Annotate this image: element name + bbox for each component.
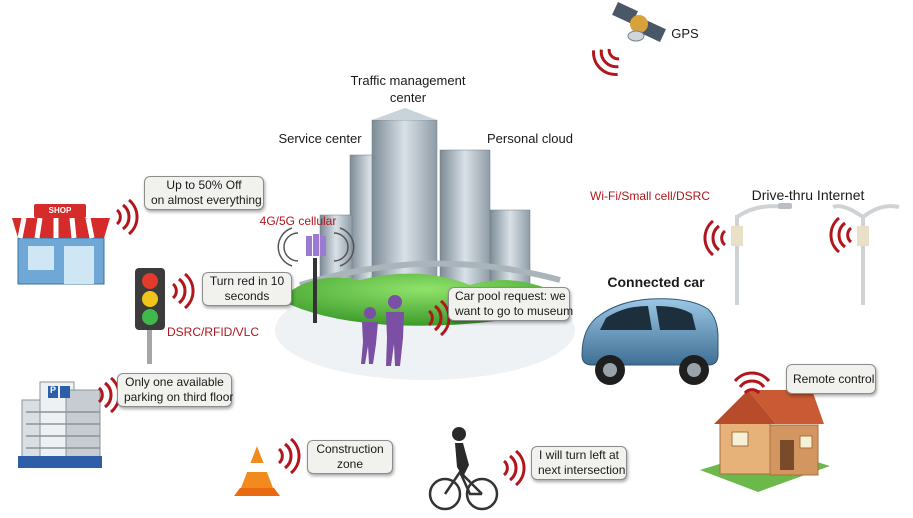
- cyclist-line2: next intersection: [538, 463, 626, 477]
- remote-control-bubble: Remote control: [786, 364, 876, 394]
- parking-line1: Only one available: [125, 375, 224, 389]
- construction-signal-icon: [277, 437, 301, 475]
- cyclist-bubble: I will turn left at next intersection: [531, 446, 627, 480]
- gps-label: GPS: [671, 26, 699, 41]
- construction-line1: Construction: [316, 442, 384, 456]
- shop-offer-line1: Up to 50% Off: [166, 178, 242, 192]
- service-center-label: Service center: [278, 131, 362, 146]
- traffic-management-label-line1: Traffic management: [350, 73, 466, 88]
- cellular-label: 4G/5G cellular: [259, 214, 337, 228]
- wifi-dsrc-label: Wi-Fi/Small cell/DSRC: [590, 189, 710, 203]
- cell-tower-illustration: [277, 227, 355, 323]
- personal-cloud-label: Personal cloud: [487, 131, 573, 146]
- shop-offer-bubble: Up to 50% Off on almost everything: [144, 176, 264, 210]
- construction-bubble: Construction zone: [307, 440, 393, 474]
- cyclist-icon: [428, 427, 499, 511]
- connected-car-icon: [581, 298, 719, 385]
- cyclist-line1: I will turn left at: [538, 448, 620, 462]
- pedestrians-illustration: [361, 295, 404, 366]
- traffic-light-bubble: Turn red in 10 seconds: [202, 272, 292, 306]
- wifi-signal-right-icon: [829, 216, 853, 254]
- carpool-line1: Car pool request: we: [455, 289, 566, 303]
- shop-sign-text: SHOP: [48, 206, 72, 215]
- house-signal-icon: [733, 371, 771, 395]
- drive-thru-internet-label: Drive-thru Internet: [751, 187, 865, 203]
- construction-cone-icon: [234, 446, 280, 496]
- parking-bubble: Only one available parking on third floo…: [117, 373, 234, 407]
- city-buildings-illustration: [275, 108, 575, 380]
- cyclist-signal-icon: [502, 449, 526, 487]
- gps-signal-icon: [586, 40, 628, 82]
- parking-line2: parking on third floor: [124, 390, 234, 404]
- remote-control-line1: Remote control: [793, 371, 875, 386]
- traffic-management-label-line2: center: [389, 90, 427, 105]
- traffic-light-icon: [135, 268, 165, 364]
- traffic-light-line1: Turn red in 10: [209, 274, 285, 288]
- traffic-light-line2: seconds: [224, 289, 270, 303]
- street-lamp-right-icon: [832, 204, 900, 305]
- dsrc-rfid-vlc-label: DSRC/RFID/VLC: [166, 325, 259, 339]
- carpool-line2: want to go to museum: [455, 304, 574, 318]
- street-lamp-left-icon: [731, 203, 792, 305]
- connected-car-label: Connected car: [607, 274, 705, 290]
- parking-sign-text: P: [49, 385, 56, 395]
- traffic-light-signal-icon: [171, 272, 195, 310]
- carpool-bubble: Car pool request: we want to go to museu…: [448, 287, 574, 321]
- shop-signal-icon: [115, 198, 139, 236]
- shop-icon: [12, 204, 110, 285]
- parking-building-icon: [18, 381, 102, 468]
- shop-offer-line2: on almost everything: [151, 193, 262, 207]
- construction-line2: zone: [336, 457, 364, 471]
- traffic-management-label: Traffic management center: [338, 72, 478, 106]
- gps-satellite-icon: [612, 2, 666, 42]
- wifi-signal-left-icon: [703, 219, 727, 257]
- house-icon: [700, 390, 830, 492]
